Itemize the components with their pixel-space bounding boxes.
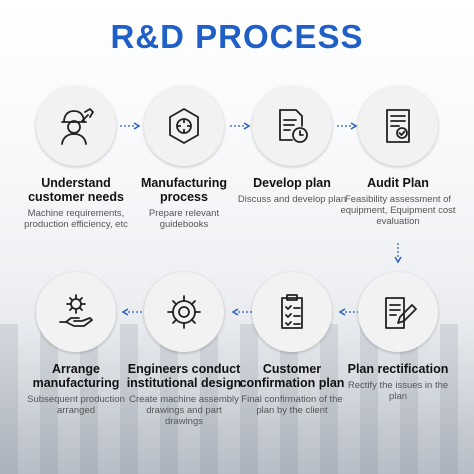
step-title: Develop plan — [253, 176, 331, 190]
step-title: Engineers conduct institutional design — [126, 362, 242, 390]
step-title: Manufacturing process — [140, 176, 228, 204]
step-circle — [36, 272, 116, 352]
engineer-with-wrench-icon — [61, 108, 94, 145]
step-title: Understand customer needs — [28, 176, 124, 204]
step-circle — [144, 86, 224, 166]
step-develop-plan: Develop plan Discuss and develop plan — [234, 86, 350, 205]
step-audit-plan: Audit Plan Feasibility assessment of equ… — [340, 86, 456, 227]
hand-gear-icon — [59, 294, 93, 327]
gears-icon — [167, 295, 201, 329]
step-title: Arrange manufacturing — [32, 362, 120, 390]
step-manufacturing-process: Manufacturing process Prepare relevant g… — [126, 86, 242, 230]
flow-arrow-left — [120, 308, 142, 316]
step-description: Machine requirements, production efficie… — [24, 208, 128, 230]
flow-arrow-left — [337, 308, 359, 316]
hexagon-gear-icon — [169, 108, 199, 144]
step-description: Discuss and develop plan — [237, 194, 347, 205]
flow-arrow-down — [394, 243, 402, 265]
step-description: Feasibility assessment of equipment, Equ… — [340, 194, 456, 227]
clipboard-checklist-icon — [281, 294, 303, 329]
step-circle — [358, 86, 438, 166]
step-customer-confirmation-plan: Customer confirmation plan Final confirm… — [234, 272, 350, 416]
step-circle — [252, 272, 332, 352]
step-title: Audit Plan — [367, 176, 429, 190]
step-arrange-manufacturing: Arrange manufacturing Subsequent product… — [18, 272, 134, 416]
step-circle — [36, 86, 116, 166]
flow-arrow-right — [120, 122, 142, 130]
step-description: Prepare relevant guidebooks — [148, 208, 220, 230]
page-title: R&D PROCESS — [110, 18, 364, 55]
step-description: Subsequent production arranged — [27, 394, 125, 416]
flow-arrow-left — [230, 308, 252, 316]
step-understand-customer-needs: Understand customer needs Machine requir… — [18, 86, 134, 230]
step-plan-rectification: Plan rectification Rectify the issues in… — [340, 272, 456, 402]
flow-arrow-right — [337, 122, 359, 130]
step-description: Create machine assembly drawings and par… — [129, 394, 239, 427]
flow-arrow-right — [230, 122, 252, 130]
step-circle — [144, 272, 224, 352]
step-description: Final confirmation of the plan by the cl… — [241, 394, 343, 416]
step-engineers-institutional-design: Engineers conduct institutional design C… — [126, 272, 242, 427]
step-title: Plan rectification — [347, 362, 449, 376]
document-check-icon — [386, 109, 410, 143]
document-pencil-icon — [385, 297, 417, 329]
document-clock-icon — [279, 109, 308, 143]
step-title: Customer confirmation plan — [239, 362, 345, 390]
step-circle — [358, 272, 438, 352]
step-description: Rectify the issues in the plan — [347, 380, 449, 402]
step-circle — [252, 86, 332, 166]
